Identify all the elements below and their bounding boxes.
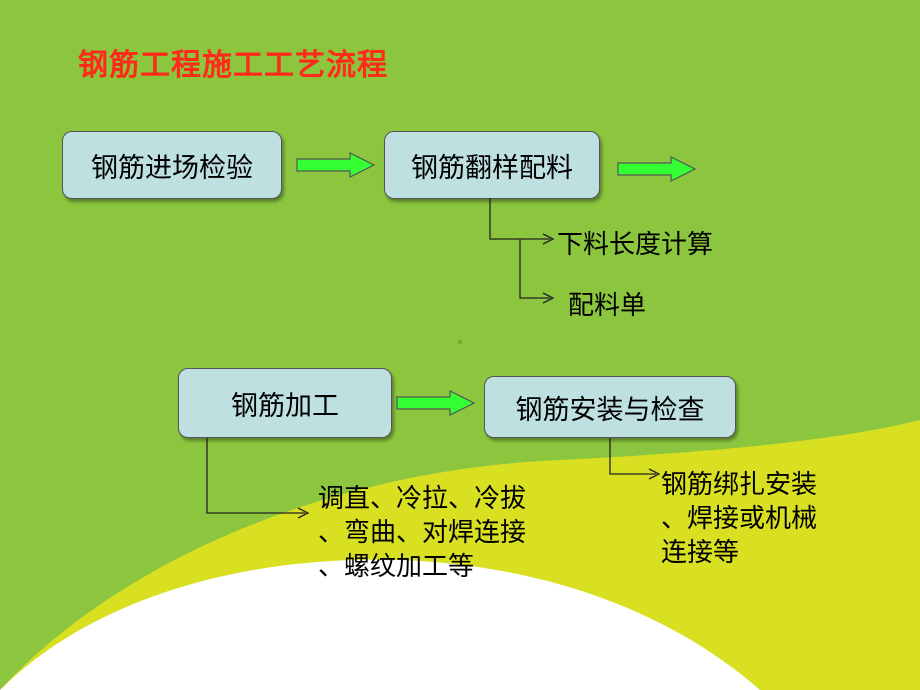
step-box-label: 钢筋安装与检查 [515, 394, 705, 426]
processing-detail-line: 调直、冷拉、冷拔 [318, 484, 527, 514]
background-white-swoosh [0, 559, 760, 690]
step-box-rebar-inspection: 钢筋进场检验 [62, 131, 282, 199]
installation-details: 钢筋绑扎安装 、焊接或机械 连接等 [661, 468, 817, 570]
step-box-installation-check: 钢筋安装与检查 [484, 376, 736, 438]
right-arrow-icon [617, 156, 697, 182]
installation-connector [609, 438, 661, 480]
sub-item-cut-length: 下料长度计算 [557, 230, 714, 260]
right-arrow-icon [296, 152, 376, 178]
branch-connector [489, 198, 555, 304]
installation-detail-line: 连接等 [661, 538, 740, 568]
processing-connector [206, 438, 310, 519]
slide-title: 钢筋工程施工工艺流程 [78, 48, 388, 83]
installation-detail-line: 钢筋绑扎安装 [661, 470, 818, 500]
step-box-label: 钢筋翻样配料 [411, 152, 573, 184]
step-box-label: 钢筋进场检验 [91, 152, 253, 184]
step-box-rebar-layout: 钢筋翻样配料 [384, 131, 600, 199]
processing-detail-line: 、螺纹加工等 [318, 552, 475, 582]
step-box-label: 钢筋加工 [231, 390, 339, 422]
right-arrow-icon [396, 390, 476, 416]
processing-details: 调直、冷拉、冷拔 、弯曲、对焊连接 、螺纹加工等 [318, 482, 526, 584]
installation-detail-line: 、焊接或机械 [661, 504, 818, 534]
step-box-rebar-processing: 钢筋加工 [178, 368, 392, 438]
processing-detail-line: 、弯曲、对焊连接 [318, 518, 527, 548]
decorative-dot [458, 340, 462, 344]
sub-item-material-list: 配料单 [568, 291, 647, 321]
